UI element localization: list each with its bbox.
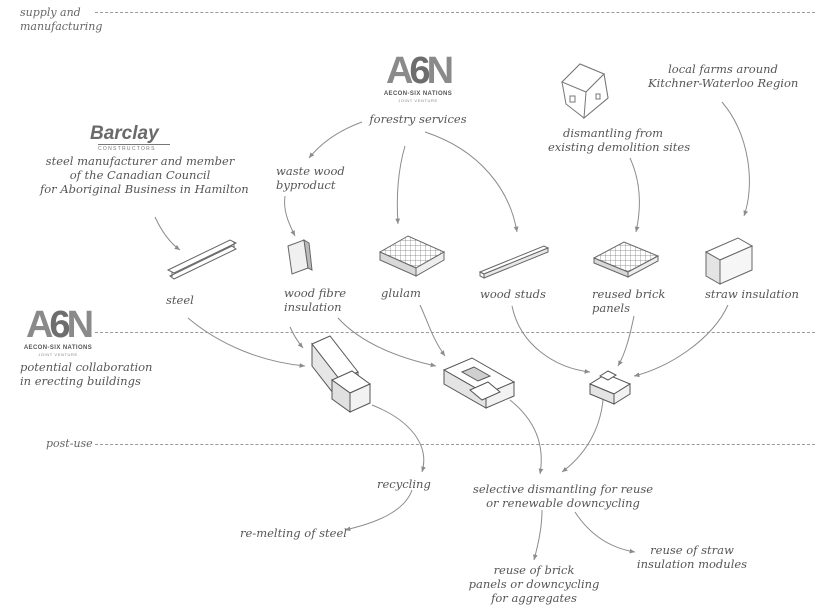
a6n-logo-tag-left: JOINT VENTURE <box>38 352 78 357</box>
arrow-barclay-to-steel <box>154 216 181 251</box>
local-farms-label: local farms around Kitchner-Waterloo Reg… <box>648 62 799 90</box>
recycling-label: recycling <box>377 477 431 491</box>
arrow-steel-to-building1 <box>187 317 306 368</box>
arrow-recycling-to-remelting <box>344 489 413 532</box>
arrow-glulam-to-building2 <box>419 304 446 357</box>
straw-insulation-label: straw insulation <box>705 287 799 301</box>
a6n-logo-name-left: AECON-SIX NATIONS <box>23 345 93 351</box>
building-one-icon <box>311 335 371 413</box>
brick-reuse-label: reuse of brick panels or downcycling for… <box>468 563 600 605</box>
remelting-label: re-melting of steel <box>240 526 347 540</box>
waste-wood-label: waste wood byproduct <box>276 164 345 192</box>
arrow-demolition-to-brick <box>629 157 640 233</box>
wood-fibre-label: wood fibre insulation <box>284 286 347 314</box>
arrow-building2-to-selective <box>509 399 544 475</box>
arrow-waste-wood-to-fibre <box>284 195 296 237</box>
a6n-logo-tag: JOINT VENTURE <box>398 98 438 103</box>
arrow-brick-to-building3 <box>617 315 635 367</box>
arrow-farms-to-straw <box>721 101 750 217</box>
a6n-logo-name: AECON-SIX NATIONS <box>383 91 453 97</box>
arrow-forestry-to-glulam <box>395 145 406 225</box>
arrow-fibre-to-building1 <box>289 326 304 349</box>
wood-stud-icon <box>478 245 550 279</box>
supply-divider-line <box>95 12 815 13</box>
arrow-selective-to-straw-reuse <box>574 511 636 554</box>
brick-panel-icon <box>592 241 660 278</box>
arrow-straw-to-building3 <box>633 304 729 378</box>
straw-reuse-label: reuse of straw insulation modules <box>636 543 748 571</box>
building-two-icon <box>442 357 516 409</box>
selective-dismantling-label: selective dismantling for reuse or renew… <box>472 482 654 510</box>
steel-label: steel <box>166 293 194 307</box>
wood-studs-label: wood studs <box>480 287 546 301</box>
supply-section-label: supply and manufacturing <box>20 6 103 33</box>
glulam-label: glulam <box>381 286 421 300</box>
arrow-building1-to-recycling <box>371 404 426 473</box>
glulam-panel-icon <box>378 235 446 277</box>
arrow-studs-to-building3 <box>511 305 591 374</box>
post-use-divider-line <box>95 444 815 445</box>
collaboration-label: potential collaboration in erecting buil… <box>20 360 153 388</box>
brick-panels-label: reused brick panels <box>592 287 666 315</box>
building-divider-line <box>95 332 815 333</box>
a6n-logo-mark: A6N <box>385 50 454 92</box>
arrow-fibre-to-building2 <box>337 317 437 368</box>
arrow-building3-to-selective <box>561 399 604 473</box>
barclay-description: steel manufacturer and member of the Can… <box>40 154 249 196</box>
a6n-logo-top: A6N AECON-SIX NATIONS JOINT VENTURE <box>378 52 458 103</box>
forestry-services-label: forestry services <box>369 112 467 126</box>
barclay-logo-tag: CONSTRUCTORS <box>98 144 170 153</box>
house-icon <box>561 63 609 120</box>
wood-fibre-block-icon <box>287 239 313 275</box>
post-use-section-label: post-use <box>46 437 93 450</box>
arrow-forestry-to-wood-studs <box>424 131 519 233</box>
building-three-icon <box>588 370 632 405</box>
demolition-sites-label: dismantling from existing demolition sit… <box>548 126 691 154</box>
barclay-logo-mark: Barclay <box>90 123 159 144</box>
a6n-logo-mark-left: A6N <box>25 304 94 346</box>
arrow-forestry-to-waste-wood <box>308 121 363 159</box>
steel-beam-icon <box>166 239 238 280</box>
straw-block-icon <box>704 237 754 285</box>
a6n-logo-left: A6N AECON-SIX NATIONS JOINT VENTURE <box>18 306 98 357</box>
arrow-selective-to-brick-reuse <box>533 509 543 561</box>
